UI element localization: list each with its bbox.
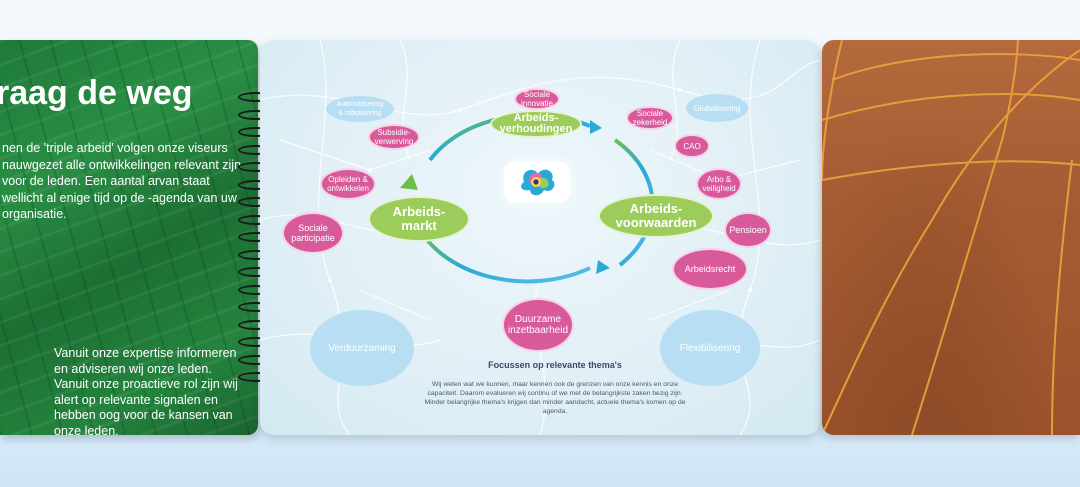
left-page-intro-text: nen de 'triple arbeid' volgen onze viseu… [2, 141, 242, 221]
topic-cao: CAO [674, 134, 710, 158]
hub-arbeidsverhoudingen: Arbeids-verhoudingen [490, 110, 582, 138]
topic-globalisering: Globalisering [686, 94, 748, 122]
topic-opleiden: Opleiden &ontwikkelen [320, 168, 376, 200]
topic-flexibilisering: Flexibilisering [660, 310, 760, 386]
track-lines [822, 40, 1080, 435]
topic-arbo: Arbo &veiligheid [696, 168, 742, 200]
hub-arbeidsvoorwaarden: Arbeids-voorwaarden [598, 194, 714, 238]
topic-pensioen: Pensioen [724, 212, 772, 248]
topic-automatisering: Automatisering& robotisering [326, 96, 394, 122]
right-page-track-photo [822, 40, 1080, 435]
topic-arbeidsrecht: Arbeidsrecht [672, 248, 748, 290]
left-page-title: raag de weg [0, 74, 193, 112]
topic-verduurzaming: Verduurzaming [310, 310, 414, 386]
left-page: raag de weg nen de 'triple arbeid' volge… [0, 40, 258, 435]
focus-title: Focussen op relevante thema's [488, 360, 622, 370]
left-page-expertise-text: Vanuit onze expertise informeren en advi… [54, 346, 238, 435]
focus-body: Wij weten wat we kunnen, maar kennen ook… [424, 381, 686, 415]
hub-arbeidsmarkt: Arbeids-markt [368, 196, 470, 242]
topic-subsidieverwerving: Subsidie-verwerving [368, 124, 420, 150]
logo [504, 162, 570, 202]
